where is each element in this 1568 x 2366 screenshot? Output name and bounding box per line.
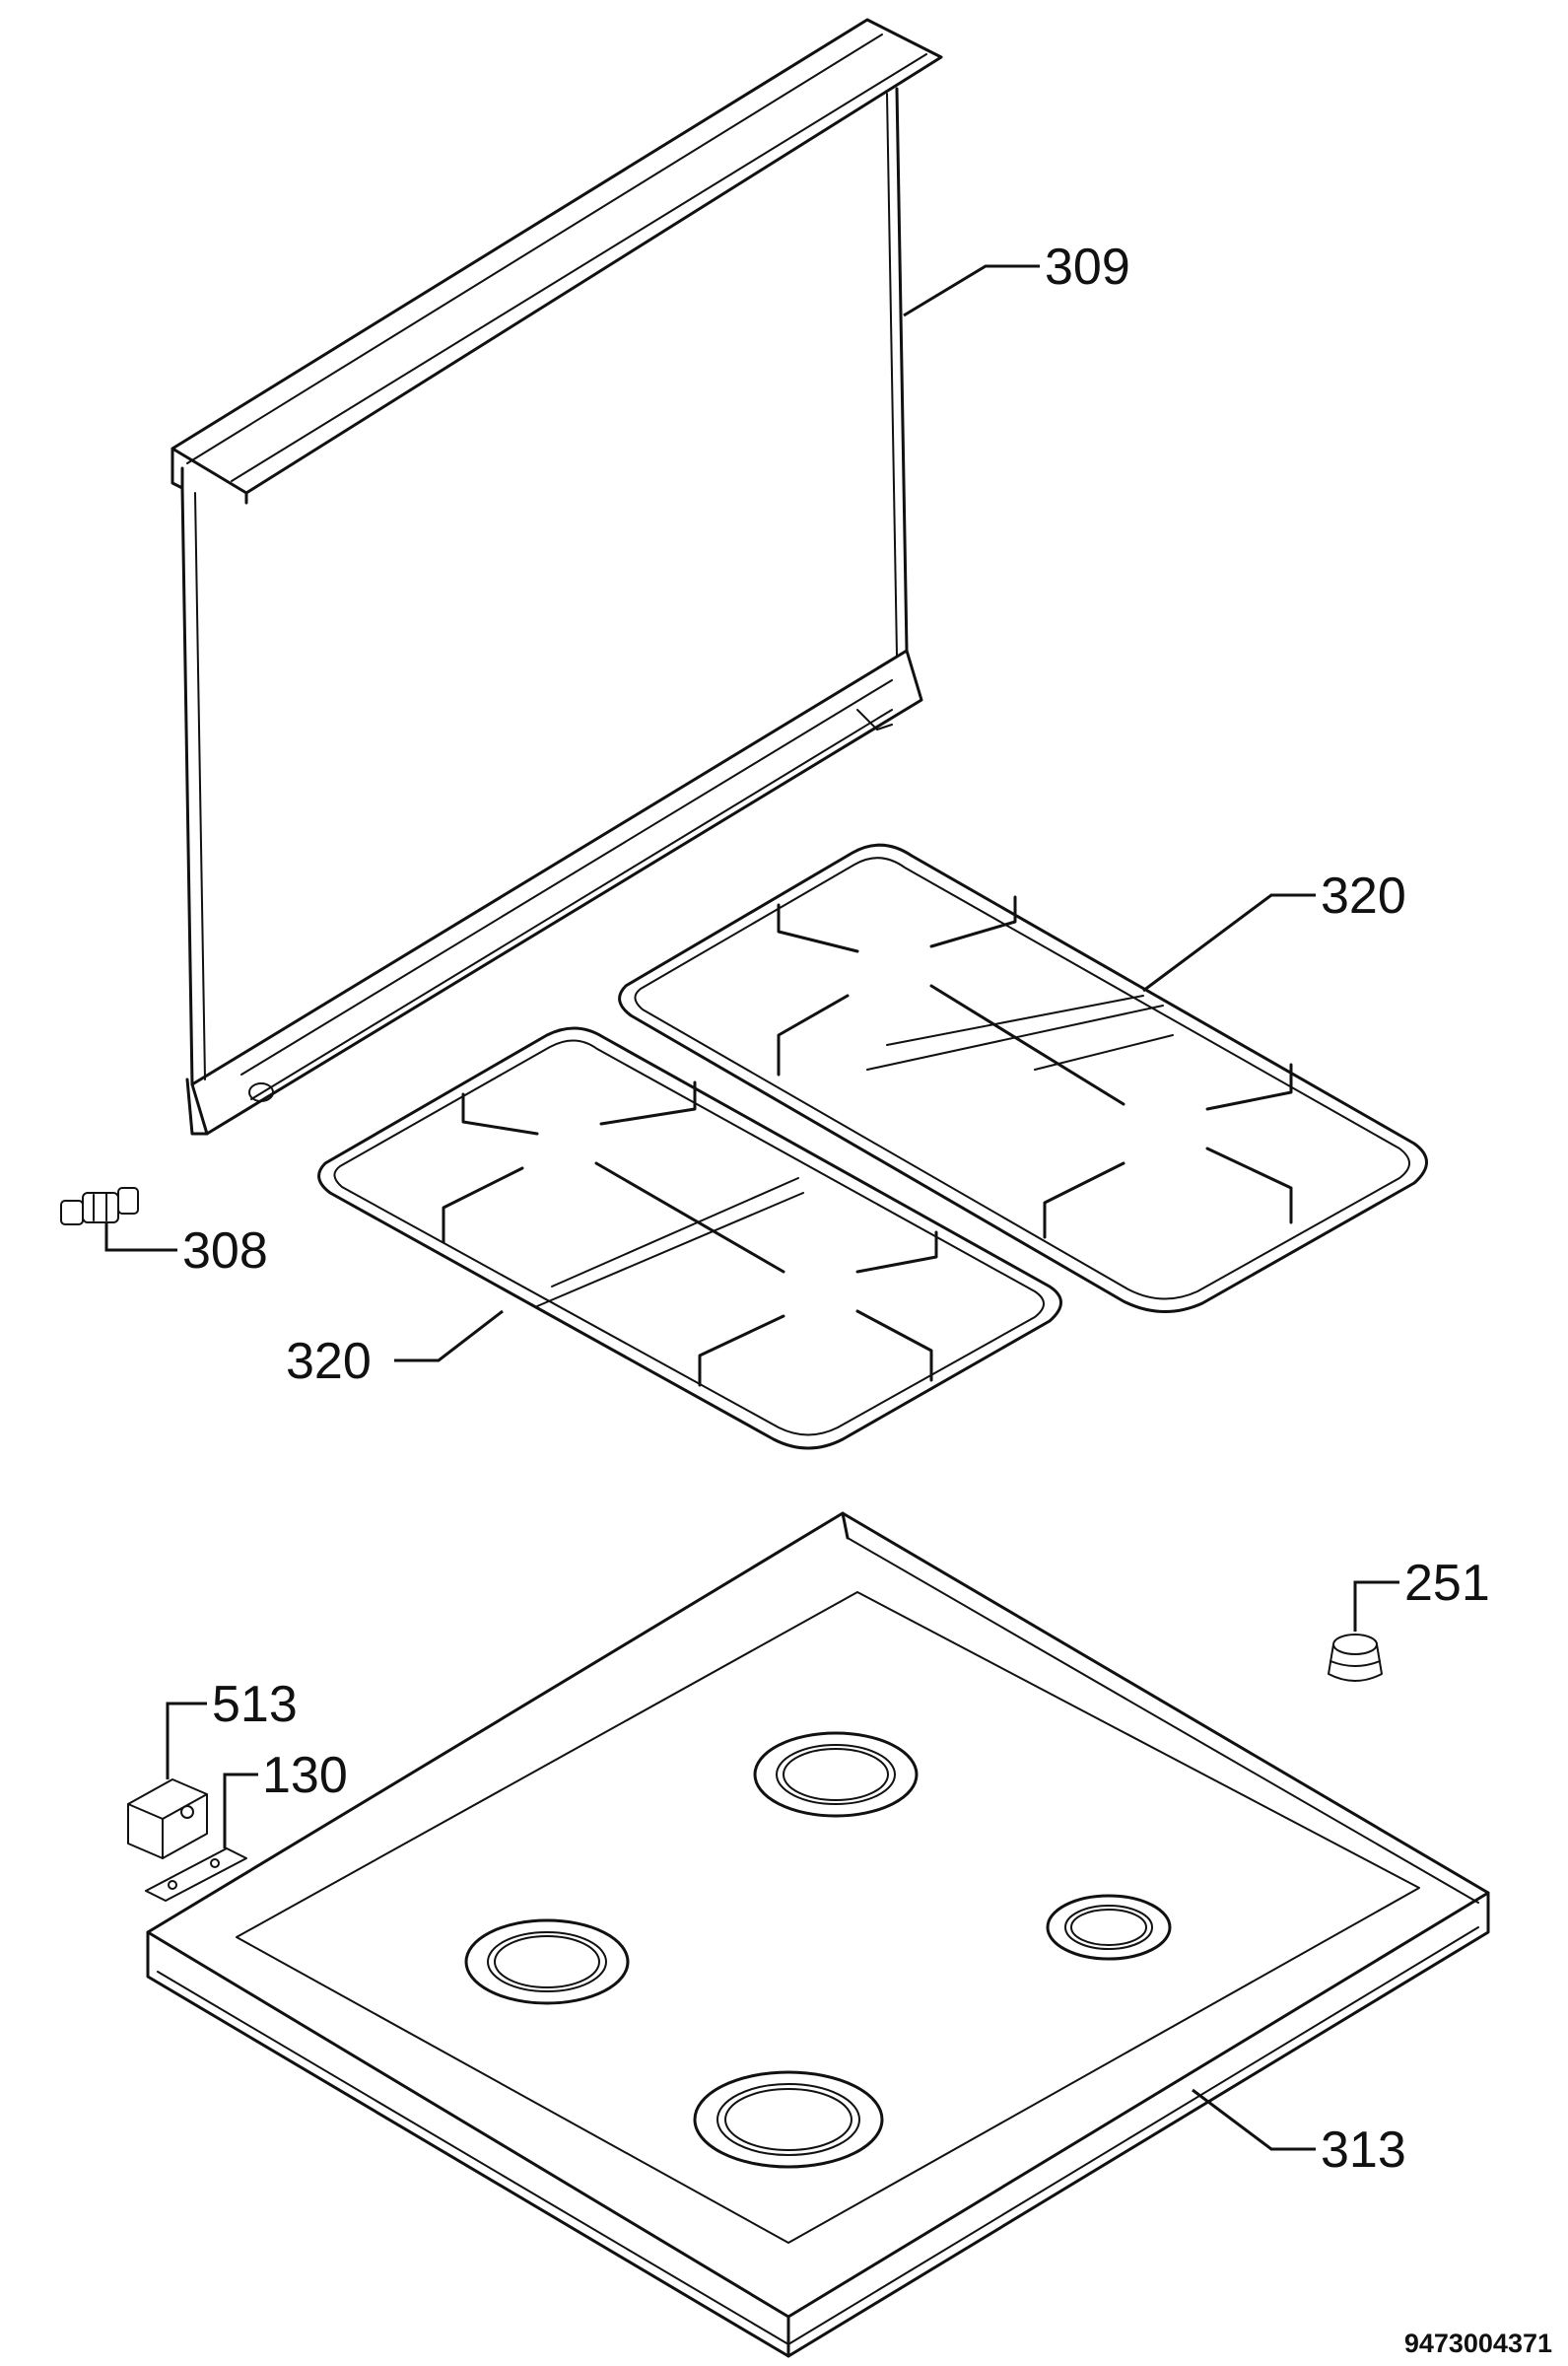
label-513: 513 <box>212 1676 298 1733</box>
label-309: 309 <box>1045 239 1130 296</box>
leader-320-left <box>394 1309 504 1362</box>
rubber-foot-part <box>1328 1634 1383 1682</box>
leader-513 <box>166 1702 207 1779</box>
bracket-part <box>145 1847 247 1902</box>
leader-309 <box>903 264 1040 317</box>
clip-part <box>127 1778 208 1859</box>
label-320-right: 320 <box>1321 868 1406 925</box>
label-130: 130 <box>262 1747 348 1804</box>
label-313: 313 <box>1321 2122 1406 2179</box>
leader-251 <box>1353 1580 1399 1632</box>
pan-support-right-part <box>618 843 1428 1313</box>
leader-313 <box>1192 2088 1316 2151</box>
leader-320-right <box>1142 893 1316 993</box>
label-251: 251 <box>1404 1555 1490 1612</box>
label-308: 308 <box>182 1222 268 1280</box>
hob-top-part <box>146 1511 1490 2358</box>
pan-support-left-part <box>317 1026 1062 1450</box>
label-320-left: 320 <box>286 1333 372 1390</box>
leader-130 <box>223 1773 258 1848</box>
document-number: 9473004371 <box>1404 2329 1552 2358</box>
leader-308 <box>104 1222 177 1252</box>
hinge-pin-part <box>60 1187 139 1225</box>
glass-lid-part <box>170 18 943 1136</box>
